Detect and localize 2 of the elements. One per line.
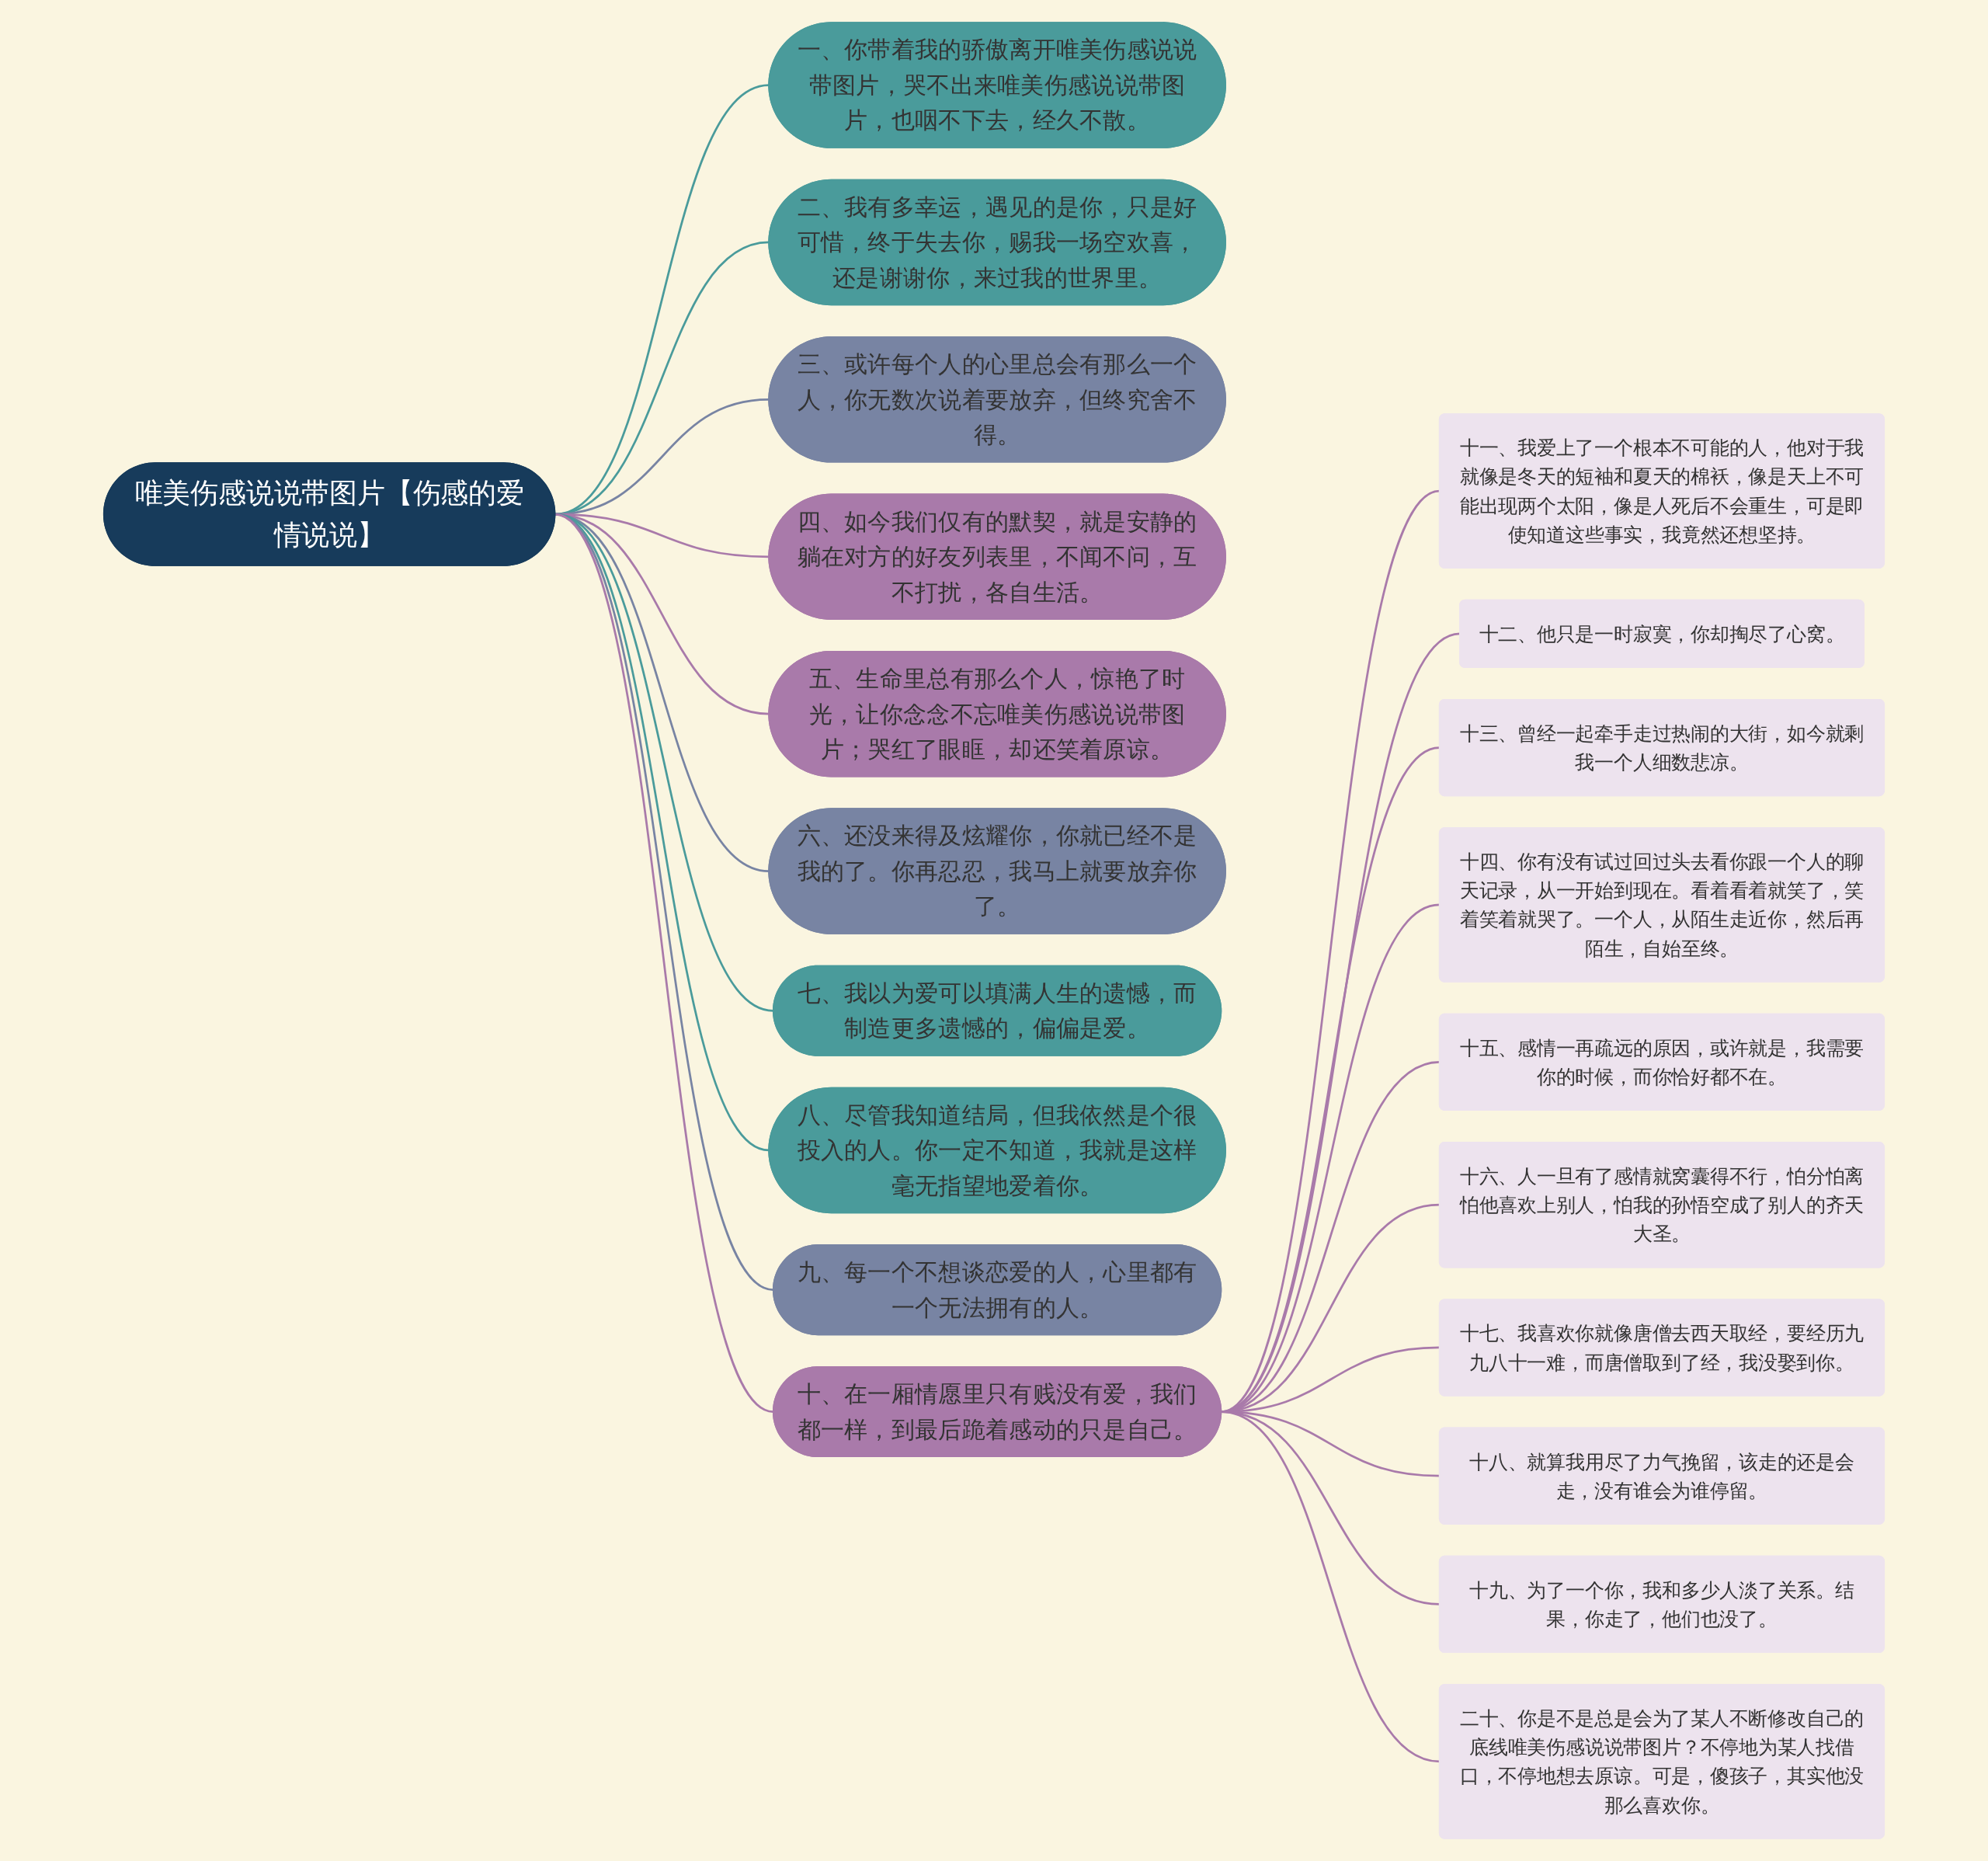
connector — [1221, 1411, 1440, 1763]
connector — [554, 84, 770, 516]
